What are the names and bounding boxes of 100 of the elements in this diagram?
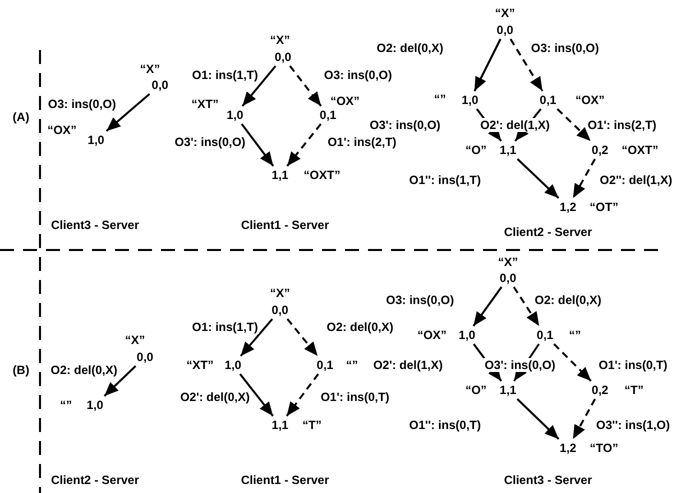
version-coordinate: 0,0 — [136, 350, 154, 364]
arrow — [240, 318, 274, 357]
document-text: “T” — [624, 383, 644, 397]
version-coordinate: 1,0 — [224, 358, 242, 372]
edge-label: O3: ins(0,O) — [530, 41, 600, 55]
document-text: “XT” — [191, 97, 219, 111]
arrow — [104, 365, 136, 397]
edge-label: O3: ins(0,O) — [323, 68, 393, 82]
arrow — [556, 108, 592, 142]
version-coordinate: 0,0 — [152, 78, 168, 92]
panel-caption: Client2 - Server — [50, 473, 140, 487]
arrow — [286, 123, 322, 167]
edge-label: O2': del(1,X) — [372, 358, 444, 372]
version-coordinate: 1,0 — [86, 398, 104, 412]
edge-label: O1: ins(1,T) — [191, 320, 259, 334]
edge-label: O3: ins(0,O) — [385, 293, 455, 307]
version-coordinate: 1,0 — [462, 93, 478, 107]
document-text: “X” — [498, 255, 518, 269]
version-coordinate: 1,0 — [458, 328, 476, 342]
panel-caption: Client3 - Server — [50, 218, 140, 232]
version-coordinate: 0,0 — [500, 271, 516, 285]
panel-caption: Client3 - Server — [504, 473, 592, 487]
version-coordinate: 1,1 — [272, 168, 288, 182]
arrow — [472, 286, 502, 327]
version-coordinate: 1,0 — [226, 108, 244, 122]
arrow — [513, 286, 540, 327]
edge-label: O1': ins(0,T) — [598, 358, 668, 372]
arrow — [474, 38, 502, 92]
arrow — [553, 343, 592, 382]
arrow — [510, 38, 544, 92]
document-text: “X” — [495, 6, 515, 20]
arrow — [516, 158, 560, 199]
document-text: “TO” — [590, 441, 618, 455]
document-text: “OX” — [330, 94, 360, 108]
document-text: “” — [60, 398, 72, 412]
edge-label: O3': ins(0,O) — [368, 118, 442, 132]
document-text: “O” — [465, 383, 487, 397]
edge-label: O1': ins(2,T) — [326, 135, 398, 149]
panel-caption: Client1 - Server — [240, 473, 330, 487]
version-coordinate: 1,1 — [500, 383, 516, 397]
edge-label: O3: ins(0,O) — [47, 97, 117, 111]
version-coordinate: 0,1 — [320, 108, 336, 122]
document-text: “” — [434, 92, 446, 106]
version-coordinate: 1,2 — [560, 200, 576, 214]
arrow — [289, 65, 322, 107]
document-text: “OX” — [417, 328, 447, 342]
version-coordinate: 0,1 — [536, 328, 554, 342]
document-text: “OXT” — [622, 143, 658, 157]
edge-label: O2: del(0,X) — [534, 293, 602, 307]
edge-label: O3': ins(0,O) — [484, 358, 556, 372]
version-coordinate: 0,0 — [274, 50, 292, 64]
version-coordinate: 0,0 — [496, 23, 514, 37]
document-text: “XT” — [186, 358, 214, 372]
version-coordinate: 1,1 — [272, 418, 288, 432]
document-text: “OX” — [575, 93, 605, 107]
version-coordinate: 1,2 — [560, 441, 576, 455]
edge-label: O3'': ins(1,O) — [595, 418, 671, 432]
arrow — [242, 65, 276, 107]
panel-caption: Client1 - Server — [240, 218, 330, 232]
document-text: “” — [569, 328, 581, 342]
document-text: “X” — [270, 33, 290, 47]
version-coordinate: 1,1 — [500, 143, 516, 157]
document-text: “O” — [465, 143, 487, 157]
arrow — [516, 398, 560, 440]
edge-label: O3': ins(0,O) — [174, 135, 246, 149]
arrow — [572, 398, 596, 440]
edge-label: O2': del(0,X) — [179, 390, 251, 404]
document-text: “” — [346, 358, 358, 372]
arrow — [286, 318, 318, 357]
document-text: “OT” — [590, 200, 618, 214]
document-text: “X” — [125, 333, 145, 347]
document-text: “OXT” — [304, 168, 340, 182]
edge-label: O2'': del(1,X) — [598, 173, 674, 187]
edge-label: O1'': ins(0,T) — [408, 418, 482, 432]
section-label: (A) — [12, 110, 30, 124]
arrow — [106, 93, 150, 132]
edge-label: O2: del(0,X) — [376, 41, 444, 55]
version-coordinate: 0,1 — [540, 93, 556, 107]
edge-label: O1': ins(2,T) — [586, 118, 658, 132]
version-coordinate: 0,2 — [592, 143, 608, 157]
edge-label: O2: del(0,X) — [50, 363, 118, 377]
version-coordinate: 0,2 — [592, 383, 608, 397]
document-text: “OX” — [47, 123, 77, 137]
arrow — [239, 373, 274, 417]
document-text: “X” — [270, 286, 290, 300]
document-text: “T” — [302, 418, 322, 432]
arrow — [240, 123, 274, 167]
version-coordinate: 0,0 — [272, 303, 288, 317]
panel-caption: Client2 - Server — [504, 225, 592, 239]
arrow — [572, 158, 596, 198]
edge-label: O2': del(1,X) — [479, 118, 551, 132]
edge-label: O1'': ins(1,T) — [408, 173, 482, 187]
edge-label: O1': ins(0,T) — [320, 390, 390, 404]
section-label: (B) — [12, 363, 30, 377]
arrow — [286, 373, 320, 417]
version-coordinate: 1,0 — [88, 133, 104, 147]
version-coordinate: 0,1 — [316, 358, 334, 372]
document-text: “X” — [140, 62, 160, 76]
edge-label: O2: del(0,X) — [326, 320, 394, 334]
edge-label: O1: ins(1,T) — [191, 68, 259, 82]
